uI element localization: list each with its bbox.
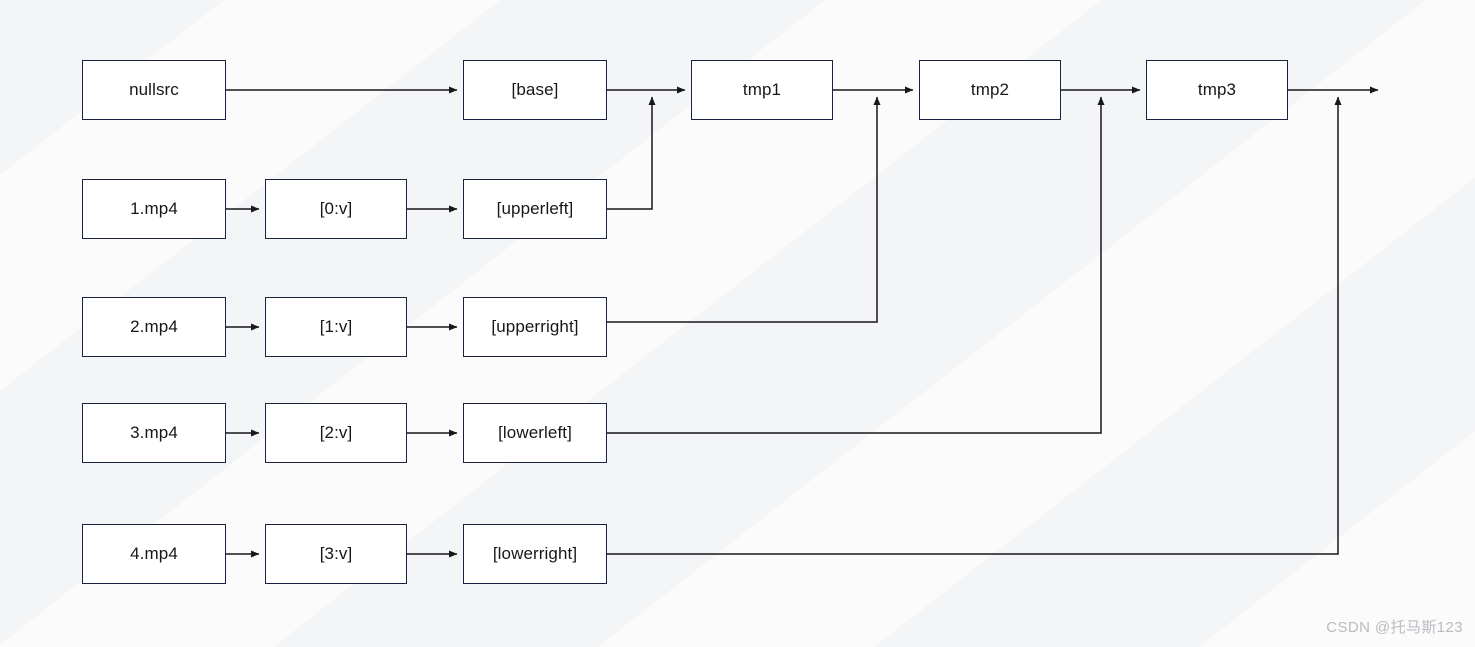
- node-label: [3:v]: [319, 544, 353, 563]
- node-upperleft[interactable]: [upperleft]: [463, 179, 607, 239]
- node-upperright[interactable]: [upperright]: [463, 297, 607, 357]
- node-v0[interactable]: [0:v]: [265, 179, 407, 239]
- node-label: 3.mp4: [130, 423, 178, 442]
- node-label: [1:v]: [319, 317, 353, 336]
- node-mp4_3[interactable]: 3.mp4: [82, 403, 226, 463]
- node-mp4_2[interactable]: 2.mp4: [82, 297, 226, 357]
- node-tmp2[interactable]: tmp2: [919, 60, 1061, 120]
- edge-lowerright-to-output: [607, 96, 1342, 555]
- node-nullsrc[interactable]: nullsrc: [82, 60, 226, 120]
- node-label: nullsrc: [129, 80, 179, 99]
- node-label: [lowerright]: [492, 544, 578, 563]
- edge-upperleft-to-tmp1: [607, 96, 656, 210]
- node-v2[interactable]: [2:v]: [265, 403, 407, 463]
- node-label: 1.mp4: [130, 199, 178, 218]
- node-label: tmp2: [970, 80, 1010, 99]
- node-tmp1[interactable]: tmp1: [691, 60, 833, 120]
- node-label: [upperright]: [491, 317, 579, 336]
- node-label: 2.mp4: [130, 317, 178, 336]
- node-v1[interactable]: [1:v]: [265, 297, 407, 357]
- edge-lowerleft-to-tmp3: [607, 96, 1105, 434]
- node-v3[interactable]: [3:v]: [265, 524, 407, 584]
- node-label: 4.mp4: [130, 544, 178, 563]
- node-label: tmp3: [1197, 80, 1237, 99]
- edge-upperright-to-tmp2: [607, 96, 881, 323]
- node-label: [lowerleft]: [498, 423, 572, 442]
- node-lowerright[interactable]: [lowerright]: [463, 524, 607, 584]
- node-label: [base]: [511, 80, 559, 99]
- node-mp4_1[interactable]: 1.mp4: [82, 179, 226, 239]
- node-label: [upperleft]: [496, 199, 574, 218]
- node-label: tmp1: [742, 80, 782, 99]
- node-label: [2:v]: [319, 423, 353, 442]
- node-mp4_4[interactable]: 4.mp4: [82, 524, 226, 584]
- node-tmp3[interactable]: tmp3: [1146, 60, 1288, 120]
- watermark: CSDN @托马斯123: [1326, 619, 1463, 636]
- node-base[interactable]: [base]: [463, 60, 607, 120]
- node-label: [0:v]: [319, 199, 353, 218]
- node-lowerleft[interactable]: [lowerleft]: [463, 403, 607, 463]
